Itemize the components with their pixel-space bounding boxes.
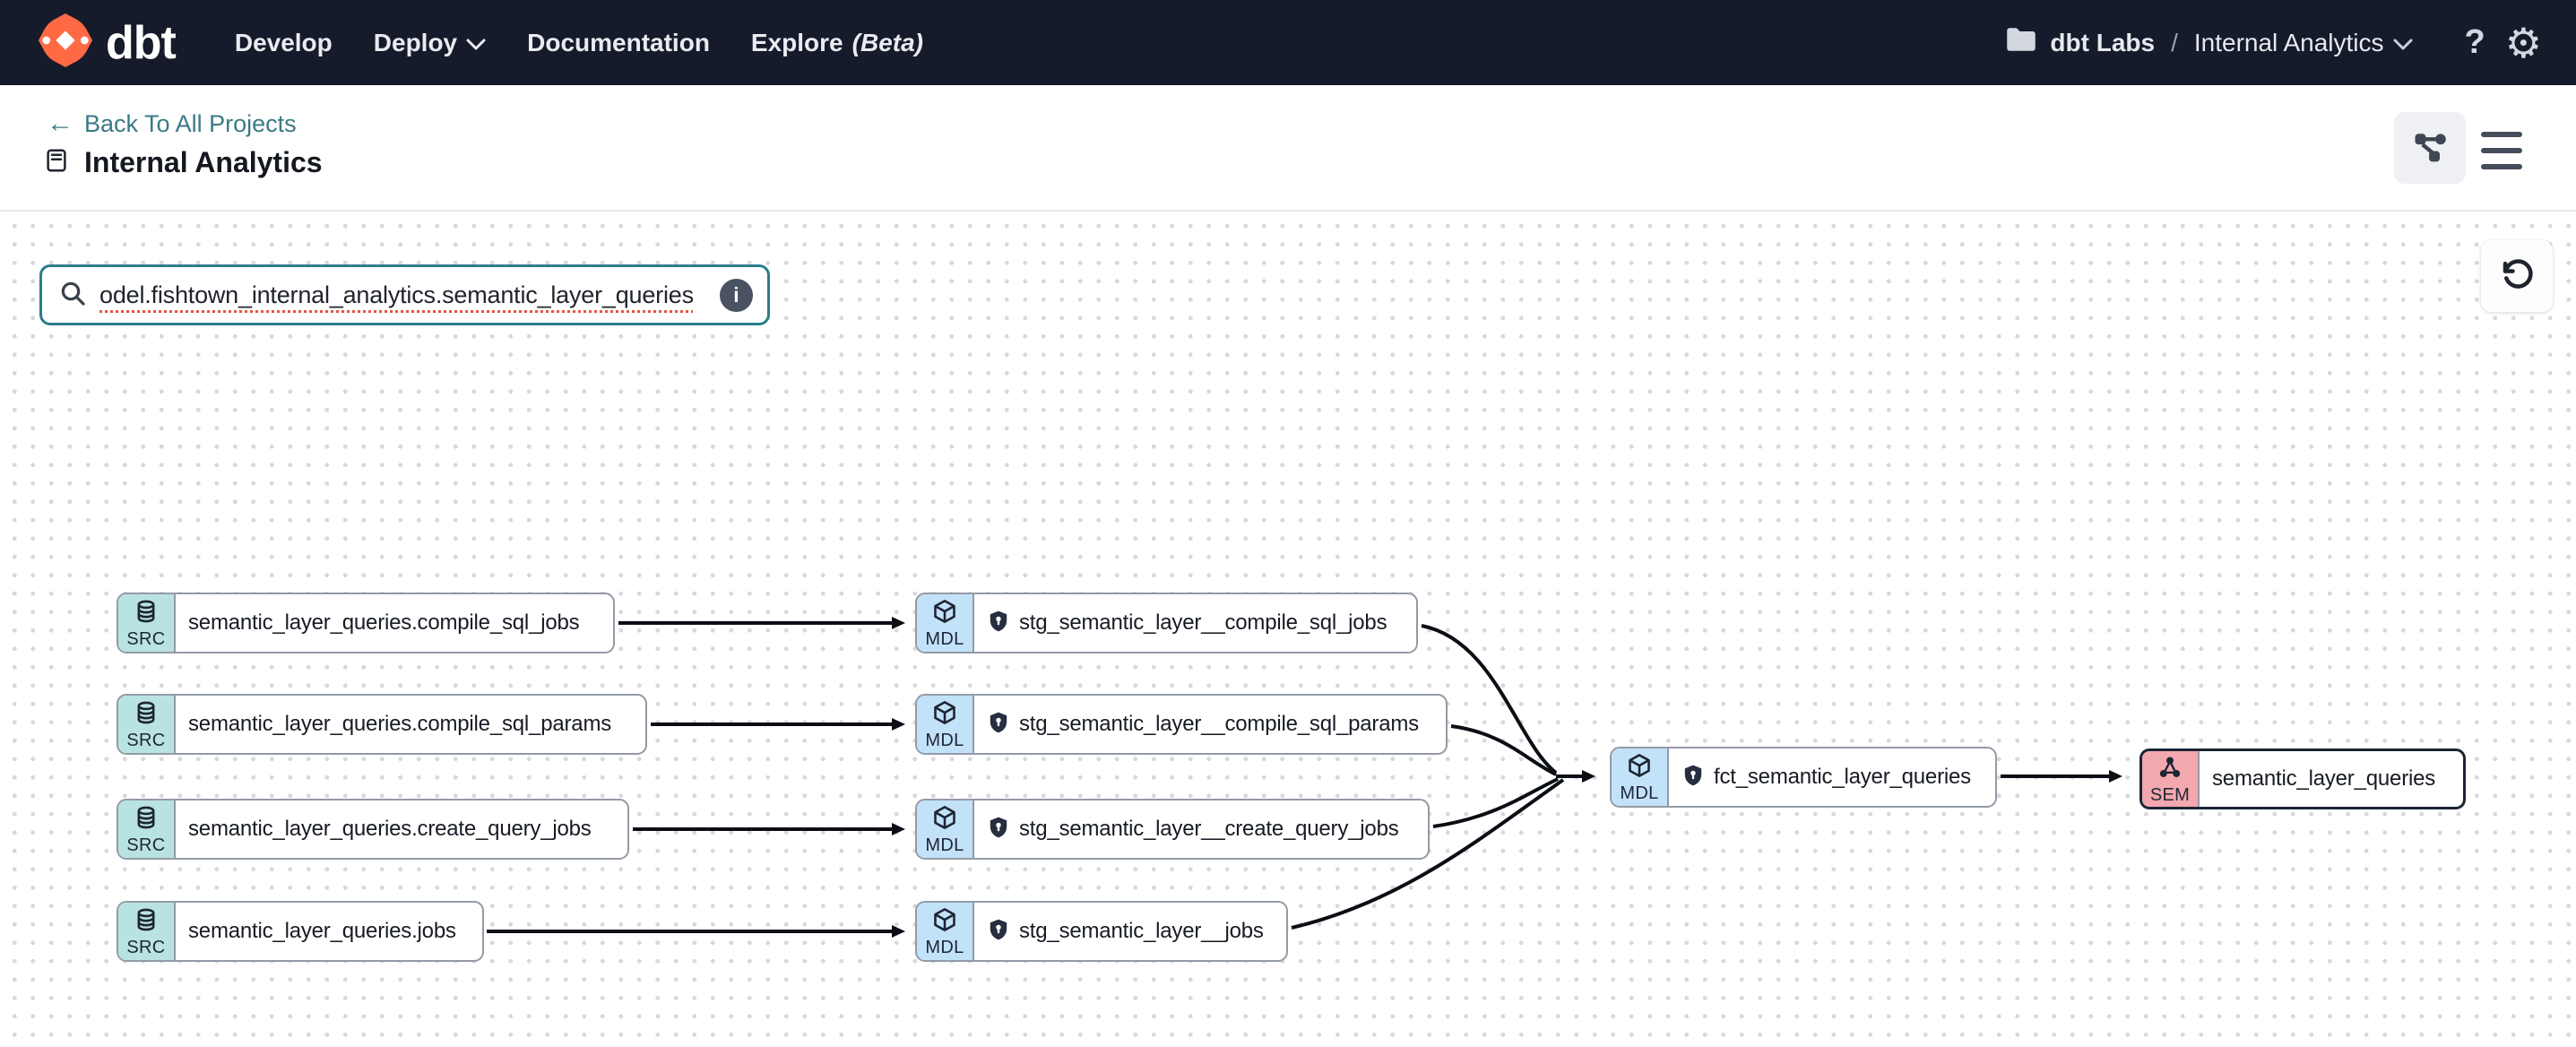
shield-lock-icon [987,918,1010,946]
node-model-fct-semantic-layer-queries[interactable]: MDL fct_semantic_layer_queries [1610,747,1997,808]
node-label: fct_semantic_layer_queries [1714,765,1971,790]
database-icon [134,907,159,937]
cube-icon [932,907,957,937]
title-row: Internal Analytics [43,146,323,179]
page-header: ← Back To All Projects Internal Analytic… [0,85,2576,212]
dbt-logo-icon [38,13,93,73]
lineage-view-button[interactable] [2394,112,2466,184]
lineage-canvas[interactable]: odel.fishtown_internal_analytics.semanti… [0,212,2576,1047]
node-model-stg-compile-sql-params[interactable]: MDL stg_semantic_layer__compile_sql_para… [915,694,1448,755]
project-selector[interactable]: Internal Analytics [2194,29,2413,57]
lineage-graph-icon [2410,126,2450,170]
breadcrumb-separator: / [2167,29,2182,57]
badge-label: MDL [925,731,964,749]
node-source-jobs[interactable]: SRC semantic_layer_queries.jobs [117,901,484,962]
node-label: stg_semantic_layer__compile_sql_jobs [1019,610,1387,636]
node-model-stg-create-query-jobs[interactable]: MDL stg_semantic_layer__create_query_job… [915,799,1430,860]
semantic-network-icon [2157,755,2183,784]
database-icon [134,805,159,835]
nav-item-deploy[interactable]: Deploy [374,29,486,57]
node-label: stg_semantic_layer__create_query_jobs [1019,817,1399,842]
chevron-down-icon [2393,29,2413,57]
settings-gear-icon[interactable]: ⚙ [2505,22,2542,64]
node-model-stg-compile-sql-jobs[interactable]: MDL stg_semantic_layer__compile_sql_jobs [915,593,1418,653]
node-label: semantic_layer_queries.compile_sql_jobs [188,610,579,636]
back-arrow-icon: ← [47,108,73,139]
nav-right-cluster: dbt Labs / Internal Analytics ? ⚙ [2005,22,2542,64]
shield-lock-icon [987,816,1010,844]
info-icon[interactable]: i [720,279,753,312]
shield-lock-icon [987,711,1010,739]
shield-lock-icon [987,610,1010,637]
search-icon [58,279,87,312]
badge-label: SRC [126,731,165,749]
node-label: semantic_layer_queries.jobs [188,919,456,944]
shield-lock-icon [1681,764,1705,792]
menu-hamburger-icon[interactable] [2481,132,2522,169]
cube-icon [1627,753,1652,783]
node-label: semantic_layer_queries.create_query_jobs [188,817,592,842]
node-source-compile-sql-jobs[interactable]: SRC semantic_layer_queries.compile_sql_j… [117,593,615,653]
badge-label: SRC [126,939,165,956]
node-source-create-query-jobs[interactable]: SRC semantic_layer_queries.create_query_… [117,799,629,860]
node-source-compile-sql-params[interactable]: SRC semantic_layer_queries.compile_sql_p… [117,694,647,755]
folder-icon [2005,26,2037,59]
account-breadcrumb: dbt Labs / Internal Analytics [2005,26,2412,59]
explore-beta-tag: (Beta) [852,29,923,57]
badge-label: MDL [925,939,964,956]
badge-label: MDL [925,836,964,854]
top-nav: dbt Develop Deploy Documentation Explore… [0,0,2576,85]
nav-item-documentation[interactable]: Documentation [527,29,710,57]
rotate-ccw-icon [2498,255,2536,298]
back-to-projects-link[interactable]: ← Back To All Projects [47,108,297,139]
nav-menu: Develop Deploy Documentation Explore (Be… [235,29,923,57]
badge-label: MDL [1620,784,1658,802]
node-label: semantic_layer_queries [2212,766,2435,792]
node-model-stg-jobs[interactable]: MDL stg_semantic_layer__jobs [915,901,1288,962]
search-value: odel.fishtown_internal_analytics.semanti… [99,281,694,309]
cube-icon [932,599,957,628]
page-title: Internal Analytics [84,146,323,179]
help-icon[interactable]: ? [2465,23,2485,62]
cube-icon [932,700,957,730]
database-icon [134,599,159,628]
database-icon [134,700,159,730]
dbt-logo[interactable]: dbt [38,13,176,73]
node-label: stg_semantic_layer__compile_sql_params [1019,712,1419,737]
node-label: semantic_layer_queries.compile_sql_param… [188,712,611,737]
project-icon [43,147,70,178]
node-label: stg_semantic_layer__jobs [1019,919,1264,944]
node-semantic-layer-queries[interactable]: SEM semantic_layer_queries [2139,748,2466,809]
badge-label: MDL [925,630,964,648]
chevron-down-icon [466,29,486,57]
account-name[interactable]: dbt Labs [2050,29,2155,57]
search-input[interactable]: odel.fishtown_internal_analytics.semanti… [39,264,770,325]
nav-item-explore[interactable]: Explore (Beta) [751,29,923,57]
badge-label: SRC [126,630,165,648]
reset-view-button[interactable] [2481,240,2553,312]
badge-label: SEM [2150,786,2190,804]
nav-item-develop[interactable]: Develop [235,29,333,57]
cube-icon [932,805,957,835]
brand-name: dbt [106,20,176,66]
badge-label: SRC [126,836,165,854]
